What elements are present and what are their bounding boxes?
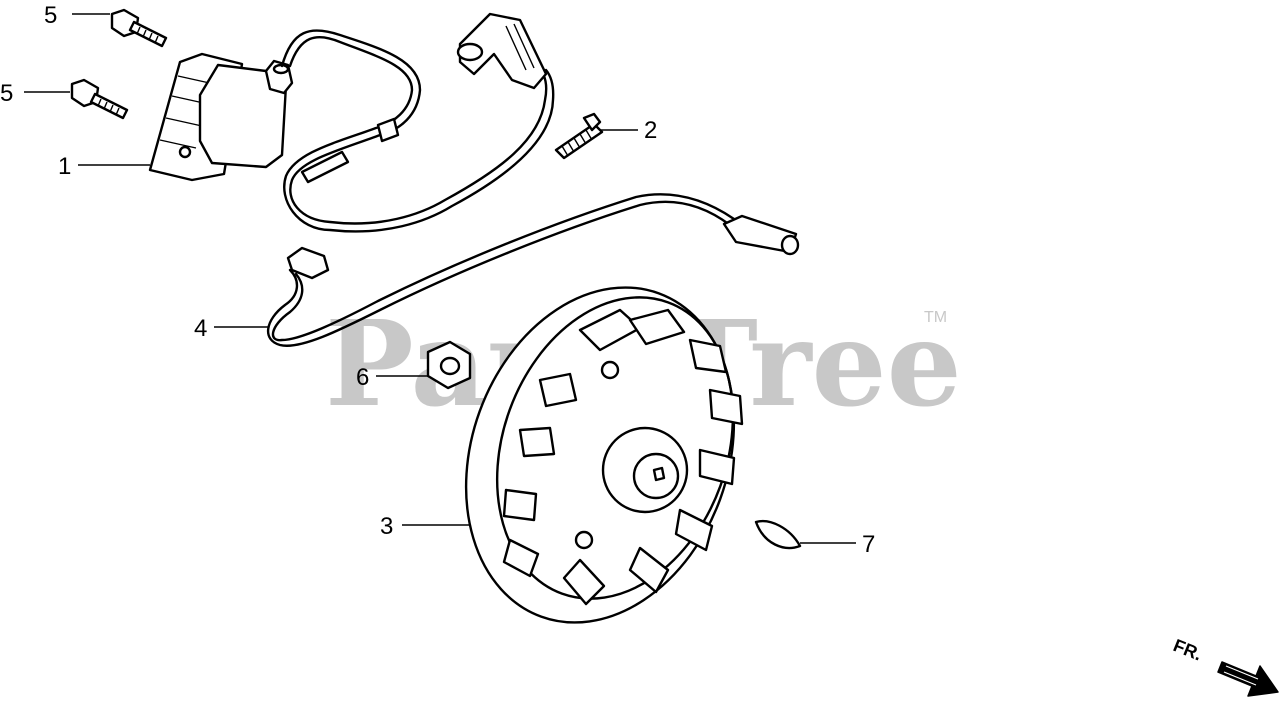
callout-5-upper[interactable]: 5 (44, 2, 57, 29)
flywheel[interactable] (421, 250, 779, 661)
high-tension-lead[interactable] (280, 29, 555, 233)
callout-4[interactable]: 4 (194, 315, 207, 342)
front-direction-label: FR. (1171, 635, 1205, 664)
callout-6[interactable]: 6 (356, 364, 369, 391)
flange-nut[interactable] (426, 340, 472, 390)
callout-7[interactable]: 7 (862, 531, 875, 558)
bolt-lower[interactable] (70, 78, 129, 120)
arrow-right-icon (1217, 661, 1279, 697)
front-direction-marker: FR. (1171, 635, 1279, 697)
watermark-trademark: TM (924, 309, 947, 326)
leader-lines (24, 13, 856, 544)
callout-1[interactable]: 1 (58, 153, 71, 180)
spark-plug-cap[interactable] (456, 12, 548, 90)
stop-switch-wire[interactable] (267, 193, 800, 347)
callout-5-lower[interactable]: 5 (0, 80, 13, 107)
bolt-upper[interactable] (110, 8, 168, 48)
ignition-coil[interactable] (148, 52, 294, 182)
woodruff-key[interactable] (754, 519, 802, 550)
spring[interactable] (554, 112, 604, 160)
callout-3[interactable]: 3 (380, 513, 393, 540)
callout-2[interactable]: 2 (644, 117, 657, 144)
